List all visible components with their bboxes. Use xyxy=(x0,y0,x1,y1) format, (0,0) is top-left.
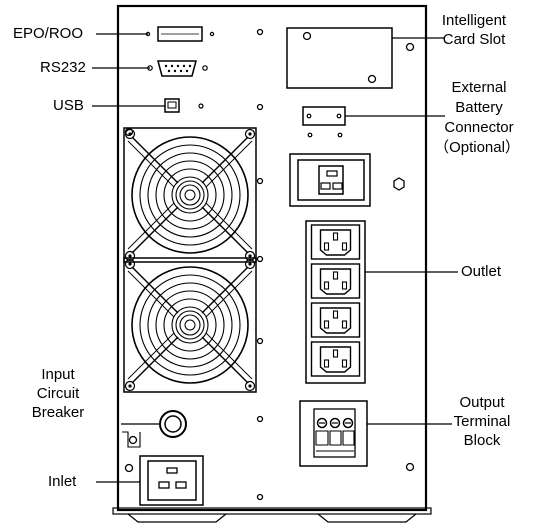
epo-roo-port xyxy=(145,26,215,42)
outlet-1 xyxy=(310,224,361,260)
fan-2 xyxy=(123,257,257,393)
label-card-slot-2: Card Slot xyxy=(442,31,506,48)
outlet-4 xyxy=(310,341,361,377)
power-inlet xyxy=(139,455,204,506)
output-terminal-block xyxy=(299,400,368,467)
outlets xyxy=(305,220,366,384)
label-inlet: Inlet xyxy=(48,473,77,490)
usb-port xyxy=(164,98,204,113)
label-input-breaker-1: Input xyxy=(41,366,75,383)
label-input-breaker-3: Breaker xyxy=(31,404,85,421)
outlet-3 xyxy=(310,302,361,338)
leader-lines xyxy=(92,33,458,483)
label-usb: USB xyxy=(53,97,84,114)
label-rs232: RS232 xyxy=(40,59,86,76)
label-output-terminal-2: Terminal xyxy=(453,413,511,430)
chassis xyxy=(112,4,432,523)
intelligent-card-slot xyxy=(286,27,393,89)
rs232-port xyxy=(147,60,208,77)
cooling-fans xyxy=(123,127,257,393)
input-circuit-breaker xyxy=(122,410,187,448)
label-epo-roo: EPO/ROO xyxy=(13,25,84,42)
label-card-slot-1: Intelligent xyxy=(441,12,507,29)
fan-1 xyxy=(123,127,257,263)
label-input-breaker-2: Circuit xyxy=(36,385,80,402)
outlet-2 xyxy=(310,263,361,299)
label-battery-3: Connector xyxy=(444,119,514,136)
battery-connector xyxy=(302,106,346,138)
label-output-terminal-1: Output xyxy=(459,394,505,411)
output-socket-16a xyxy=(289,153,371,207)
label-outlet: Outlet xyxy=(461,263,502,280)
label-output-terminal-3: Block xyxy=(463,432,501,449)
label-battery-1: External xyxy=(451,79,507,96)
label-battery-2: Battery xyxy=(455,99,503,116)
label-battery-4: （Optional） xyxy=(434,139,520,156)
